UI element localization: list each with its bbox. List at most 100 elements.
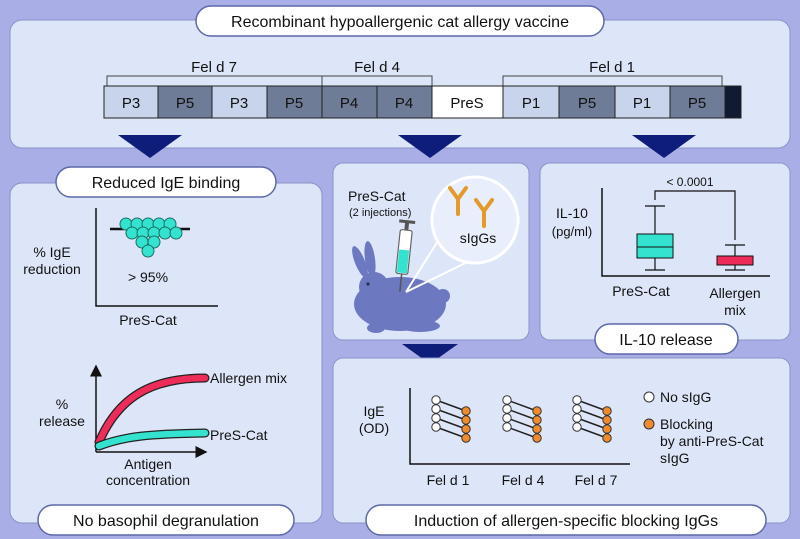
- blocking-point: [461, 406, 471, 416]
- blocking-point: [532, 424, 542, 434]
- il10-ylabel-line1: IL-10: [556, 205, 588, 221]
- ige-xlabel: PreS-Cat: [119, 312, 177, 328]
- segment-p5-d: [669, 85, 726, 119]
- il10-x1: PreS-Cat: [612, 283, 670, 299]
- no-sigg-point: [572, 404, 582, 414]
- basophil-ylabel-line2: release: [39, 413, 85, 429]
- arrow-down-to-blocking: [402, 344, 458, 364]
- blocking-point: [461, 433, 471, 443]
- segment-p4-a: [321, 85, 378, 119]
- group-label-fel-d-4: Fel d 4: [354, 59, 400, 76]
- antibody-label: sIgGs: [460, 230, 497, 246]
- no-sigg-point: [502, 422, 512, 432]
- blocking-pairs: [431, 395, 612, 443]
- construct-bar: P3 P5 P3 P5 P4 P4 PreS P1 P5 P1 P5: [103, 85, 742, 119]
- legend-open-marker: [643, 391, 655, 403]
- allergen-curve-label: Allergen mix: [210, 370, 287, 386]
- basophil-release-chart: Allergen mix PreS-Cat % release Antigen …: [39, 364, 287, 488]
- segment-label-p1-b: P1: [633, 95, 651, 112]
- no-sigg-point: [572, 413, 582, 423]
- il10-caption: IL-10 release: [619, 332, 712, 349]
- ige-data-points: [119, 217, 183, 258]
- ige-ylabel-line1: % IgE: [33, 244, 70, 260]
- pair-link: [506, 426, 538, 439]
- top-panel: [9, 19, 791, 149]
- blocking-point: [602, 406, 612, 416]
- significance-bracket: [654, 190, 736, 240]
- construct-group-brackets: Fel d 7 Fel d 4 Fel d 1: [106, 59, 723, 86]
- segment-end-cap: [724, 85, 742, 119]
- ige-panel-title: Reduced IgE binding: [92, 175, 241, 192]
- segment-label-p4-b: P4: [395, 95, 413, 112]
- segment-pres: [431, 85, 504, 119]
- legend-block-line2: by anti-PreS-Cat: [660, 433, 764, 449]
- segment-p3-a: [103, 85, 159, 119]
- blocking-point: [602, 415, 612, 425]
- segment-label-p4-a: P4: [340, 95, 358, 112]
- segment-label-p3-b: P3: [230, 95, 248, 112]
- blocking-point: [602, 424, 612, 434]
- no-sigg-point: [431, 404, 441, 414]
- pair-link: [506, 399, 538, 412]
- presc-curve: [95, 429, 209, 450]
- blocking-point: [461, 415, 471, 425]
- blocking-caption: Induction of allergen-specific blocking …: [414, 513, 718, 530]
- no-sigg-point: [502, 395, 512, 405]
- pair-link: [576, 408, 608, 421]
- figure-title: Recombinant hypoallergenic cat allergy v…: [231, 14, 569, 31]
- blocking-ylabel-line1: IgE: [363, 403, 384, 419]
- segment-p5-a: [157, 85, 213, 119]
- legend-block-line3: sIgG: [660, 450, 690, 466]
- segment-label-pres: PreS: [450, 95, 483, 112]
- blocking-legend: No sIgG Blocking by anti-PreS-Cat sIgG: [643, 389, 764, 466]
- presc-box: [636, 233, 674, 259]
- blocking-axes: [409, 388, 630, 465]
- il10-caption-pill: [594, 323, 739, 355]
- basophil-ylabel-line1: %: [56, 396, 68, 412]
- pair-link: [506, 417, 538, 430]
- legend-filled-marker: [643, 418, 655, 430]
- il10-ylabel-line2: (pg/ml): [552, 224, 592, 239]
- syringe-icon: [395, 219, 416, 292]
- ige-ylabel-line2: reduction: [23, 261, 81, 277]
- group-label-fel-d-1: Fel d 1: [589, 59, 635, 76]
- segment-label-p1-a: P1: [522, 95, 540, 112]
- blocking-point: [532, 415, 542, 425]
- ige-point: [125, 226, 139, 240]
- segment-p5-c: [558, 85, 616, 119]
- arrow-down-left: [118, 135, 182, 158]
- blocking-point: [532, 433, 542, 443]
- segment-label-p5-c: P5: [578, 95, 596, 112]
- no-sigg-point: [502, 404, 512, 414]
- antibody-icon: [448, 186, 494, 228]
- bracket-fel-d-1: [502, 75, 723, 86]
- segment-p4-b: [376, 85, 433, 119]
- bracket-fel-d-4: [321, 75, 433, 86]
- rabbit-icon: [352, 241, 450, 333]
- pair-link: [435, 417, 467, 430]
- allergen-curve: [95, 374, 209, 446]
- il10-pvalue: < 0.0001: [666, 175, 713, 189]
- no-sigg-point: [572, 422, 582, 432]
- blocking-ylabel-line2: (OD): [359, 420, 389, 436]
- segment-label-p5-a: P5: [176, 95, 194, 112]
- il10-axes: [601, 188, 770, 277]
- no-sigg-point: [572, 395, 582, 405]
- legend-block-line1: Blocking: [660, 416, 713, 432]
- title-pill: [195, 5, 605, 37]
- immunization-label-line1: PreS-Cat: [348, 188, 406, 204]
- legend-no-sigg: No sIgG: [660, 389, 711, 405]
- pair-link: [506, 408, 538, 421]
- blocking-caption-pill: [365, 504, 767, 536]
- ige-point: [147, 235, 161, 249]
- pair-link: [435, 426, 467, 439]
- basophil-xlabel-line1: Antigen: [124, 456, 171, 472]
- antibody-zoom-circle: [430, 175, 520, 265]
- no-sigg-point: [431, 413, 441, 423]
- il10-x2-line2: mix: [724, 302, 746, 318]
- ige-point: [141, 244, 155, 258]
- blocking-group-fel-d-1: Fel d 1: [427, 472, 470, 488]
- ige-title-pill: [55, 166, 277, 198]
